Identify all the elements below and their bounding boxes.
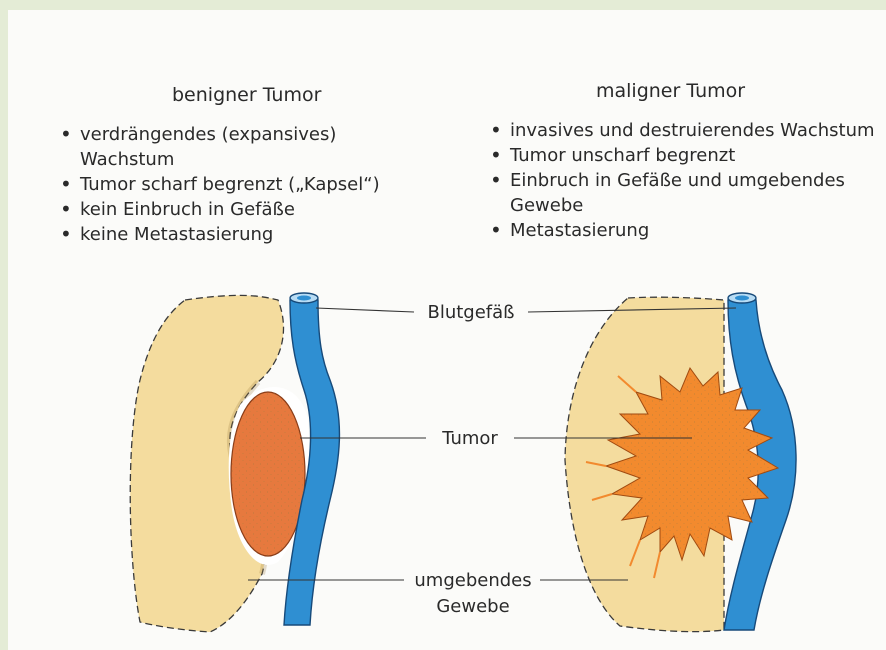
malignant-diagram bbox=[565, 293, 796, 632]
vessel-leader-left bbox=[316, 308, 414, 312]
benign-diagram bbox=[130, 293, 339, 632]
tissue-label-line1: umgebendes bbox=[404, 570, 542, 591]
tumor-label: Tumor bbox=[424, 428, 516, 449]
blood-vessel-label: Blutgefäß bbox=[410, 302, 532, 323]
tissue-label-line2: Gewebe bbox=[404, 596, 542, 617]
